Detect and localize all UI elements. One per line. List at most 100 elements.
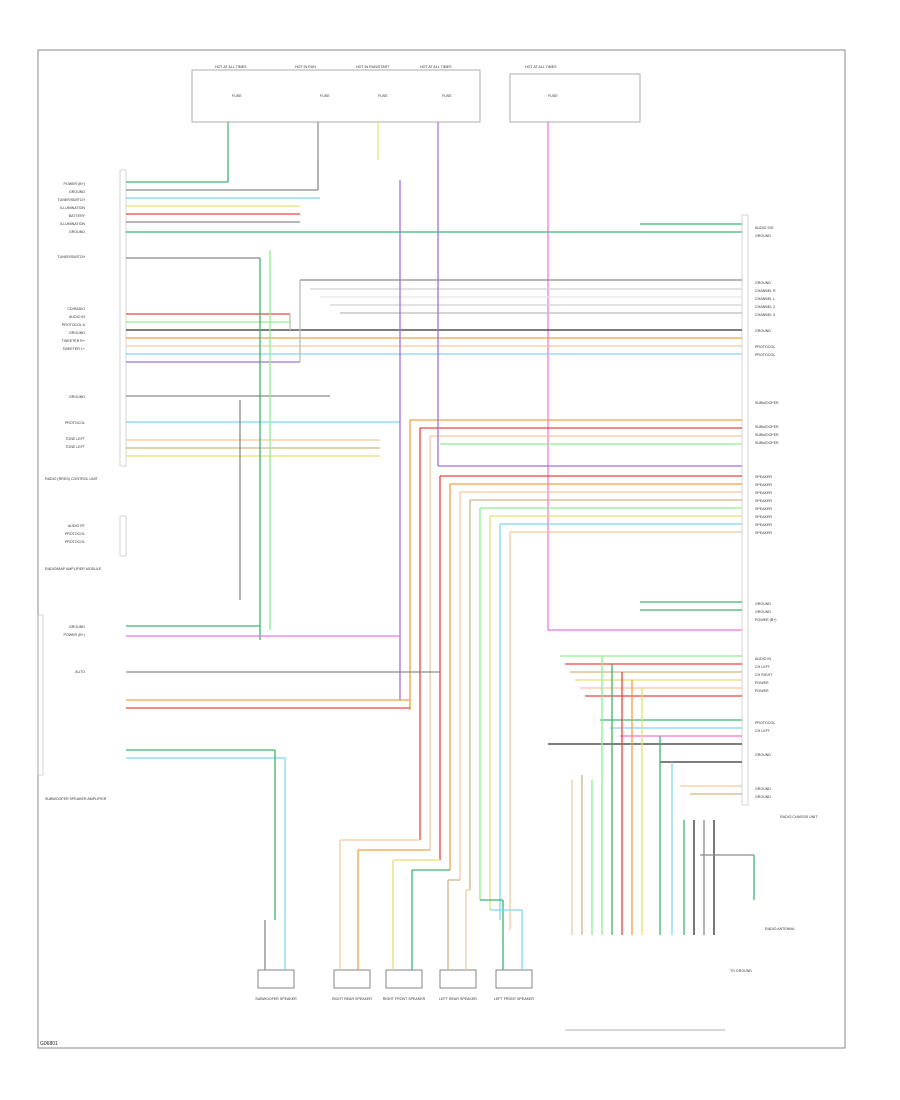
svg-text:LEFT REAR SPEAKER: LEFT REAR SPEAKER xyxy=(439,997,477,1001)
svg-text:RIGHT FRONT SPEAKER: RIGHT FRONT SPEAKER xyxy=(383,997,426,1001)
svg-text:GROUND: GROUND xyxy=(69,625,85,629)
svg-text:GROUND: GROUND xyxy=(755,787,771,791)
footer-code: G06801 xyxy=(40,1041,58,1047)
wires-right-speakers xyxy=(410,419,742,533)
svg-text:SPEAKER: SPEAKER xyxy=(755,507,772,511)
svg-text:AUDIO IN: AUDIO IN xyxy=(69,315,85,319)
left-module-3-footer: SUBWOOFER SPEAKER AMPLIFIER xyxy=(45,797,107,801)
fuse-1: FUSE xyxy=(232,94,242,98)
wires-top-left xyxy=(126,160,742,259)
wires-right-lower xyxy=(548,601,742,795)
speaker-right-front: RIGHT FRONT SPEAKER xyxy=(383,969,426,1001)
svg-text:GROUND: GROUND xyxy=(755,610,771,614)
wires-vertical-speakers xyxy=(239,160,742,930)
svg-text:GROUND: GROUND xyxy=(69,395,85,399)
speaker-left-rear: LEFT REAR SPEAKER xyxy=(439,969,477,1001)
svg-text:PROTOCOL: PROTOCOL xyxy=(755,721,775,725)
svg-text:GROUND: GROUND xyxy=(755,795,771,799)
wires-bottom-connectors xyxy=(571,656,755,935)
speaker-right-rear: RIGHT REAR SPEAKER xyxy=(332,969,372,1001)
svg-text:RIGHT REAR SPEAKER: RIGHT REAR SPEAKER xyxy=(332,997,372,1001)
svg-text:SPEAKER: SPEAKER xyxy=(755,523,772,527)
svg-text:CHANNEL 3: CHANNEL 3 xyxy=(755,313,775,317)
fuse-5: FUSE xyxy=(548,94,558,98)
svg-text:GROUND: GROUND xyxy=(755,602,771,606)
svg-text:AUDIO RT: AUDIO RT xyxy=(68,524,86,528)
svg-text:TONE LEFT: TONE LEFT xyxy=(65,437,86,441)
svg-text:GROUND: GROUND xyxy=(755,234,771,238)
fuse-label-5: HOT AT ALL TIMES xyxy=(525,65,557,69)
svg-text:POWER: POWER xyxy=(755,681,769,685)
wires-speaker-feeds xyxy=(264,839,523,970)
svg-text:CH RIGHT: CH RIGHT xyxy=(755,673,773,677)
left-module-pins: POWER (B+) GROUND TUNER/SWITCH ILLUMINAT… xyxy=(57,182,85,449)
svg-text:CHANNEL 2: CHANNEL 2 xyxy=(755,305,775,309)
svg-text:SPEAKER: SPEAKER xyxy=(755,499,772,503)
fuse-label-4: HOT AT ALL TIMES xyxy=(420,65,452,69)
svg-text:PROTOCOL: PROTOCOL xyxy=(755,353,775,357)
svg-text:TWEETER R+: TWEETER R+ xyxy=(62,339,85,343)
svg-text:CH LEFT: CH LEFT xyxy=(755,729,771,733)
svg-text:SUBWOOFER SPEAKER: SUBWOOFER SPEAKER xyxy=(255,997,297,1001)
svg-text:ILLUMINATION: ILLUMINATION xyxy=(60,222,85,226)
svg-text:SUBWOOFER: SUBWOOFER xyxy=(755,401,779,405)
svg-text:BATTERY: BATTERY xyxy=(69,214,86,218)
svg-text:SPEAKER: SPEAKER xyxy=(755,483,772,487)
wires-lower-left xyxy=(126,395,400,457)
wires-middle xyxy=(126,279,742,363)
svg-text:CH LEFT: CH LEFT xyxy=(755,665,771,669)
fuse-2: FUSE xyxy=(320,94,330,98)
svg-text:GROUND: GROUND xyxy=(755,329,771,333)
svg-text:ILLUMINATION: ILLUMINATION xyxy=(60,206,85,210)
svg-text:GROUND: GROUND xyxy=(755,753,771,757)
svg-text:CHANNEL L: CHANNEL L xyxy=(755,297,775,301)
fuse-label-3: HOT IN RUN/START xyxy=(356,65,390,69)
svg-text:POWER: POWER xyxy=(755,689,769,693)
svg-text:AUDIO IN: AUDIO IN xyxy=(755,657,771,661)
ground-label: TO GROUND xyxy=(730,969,752,973)
right-module-bracket xyxy=(741,214,749,806)
left-module-3-pins: GROUND POWER (B+) AUTO xyxy=(64,625,86,674)
left-module-footer: RADIO (RRDS) CONTROL UNIT xyxy=(45,477,99,481)
right-module-pins: AUDIO SIG GROUND GROUND CHANNEL R CHANNE… xyxy=(755,226,779,799)
svg-text:POWER (B+): POWER (B+) xyxy=(755,618,776,622)
svg-text:SUBWOOFER: SUBWOOFER xyxy=(755,425,779,429)
svg-text:SPEAKER: SPEAKER xyxy=(755,475,772,479)
fuse-3: FUSE xyxy=(378,94,388,98)
diagram-frame xyxy=(37,49,846,1049)
svg-text:GROUND: GROUND xyxy=(69,190,85,194)
svg-text:PROTOCOL: PROTOCOL xyxy=(65,532,85,536)
svg-text:AUDIO SIG: AUDIO SIG xyxy=(755,226,774,230)
fuse-box-group-2: HOT AT ALL TIMES FUSE xyxy=(509,65,641,123)
svg-text:POWER (B+): POWER (B+) xyxy=(64,633,85,637)
svg-text:SUBWOOFER: SUBWOOFER xyxy=(755,441,779,445)
svg-text:SUBWOOFER: SUBWOOFER xyxy=(755,433,779,437)
svg-text:PROTOCOL: PROTOCOL xyxy=(65,421,85,425)
antenna-label: RADIO ANTENNA xyxy=(765,927,795,931)
fuse-box-group-1: HOT AT ALL TIMES HOT IN RUN HOT IN RUN/S… xyxy=(191,65,481,123)
svg-text:PROTOCOL: PROTOCOL xyxy=(65,540,85,544)
svg-text:TWEETER L+: TWEETER L+ xyxy=(62,347,85,351)
svg-text:GROUND: GROUND xyxy=(69,331,85,335)
speaker-left-front: LEFT FRONT SPEAKER xyxy=(494,969,534,1001)
svg-text:CD/RADIO: CD/RADIO xyxy=(67,307,85,311)
left-module-bracket xyxy=(119,169,127,467)
svg-text:SPEAKER: SPEAKER xyxy=(755,491,772,495)
svg-text:GROUND: GROUND xyxy=(755,281,771,285)
svg-text:LEFT FRONT SPEAKER: LEFT FRONT SPEAKER xyxy=(494,997,534,1001)
fuse-4: FUSE xyxy=(442,94,452,98)
svg-text:PROTOCOL: PROTOCOL xyxy=(755,345,775,349)
svg-text:SPEAKER: SPEAKER xyxy=(755,531,772,535)
svg-text:TONE LEFT: TONE LEFT xyxy=(65,445,86,449)
svg-text:POWER (B+): POWER (B+) xyxy=(64,182,85,186)
speaker-subwoofer: SUBWOOFER SPEAKER xyxy=(255,969,297,1001)
right-module-footer: RADIO CHASSIS UNIT xyxy=(780,815,818,819)
svg-text:TUNER/SWITCH: TUNER/SWITCH xyxy=(57,255,85,259)
svg-text:TUNER/SWITCH: TUNER/SWITCH xyxy=(57,198,85,202)
svg-text:CHANNEL R: CHANNEL R xyxy=(755,289,776,293)
fuse-label-1: HOT AT ALL TIMES xyxy=(215,65,247,69)
svg-text:SPEAKER: SPEAKER xyxy=(755,515,772,519)
wires-subwoofer xyxy=(126,625,440,920)
svg-text:PROTOCOL A: PROTOCOL A xyxy=(62,323,86,327)
